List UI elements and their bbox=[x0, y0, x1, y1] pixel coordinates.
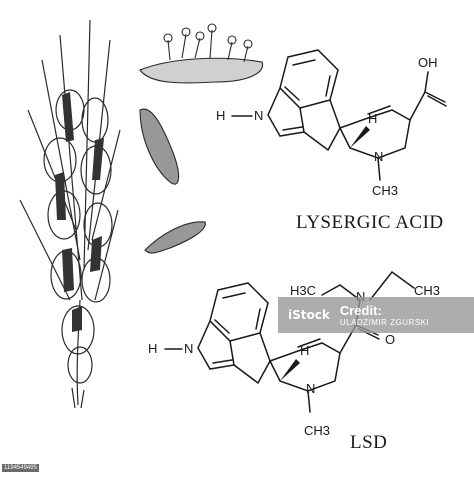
watermark-author: ULADZIMIR ZGURSKI bbox=[339, 318, 430, 327]
image-id-badge: 1194549495 bbox=[2, 464, 39, 472]
lysergic-h-stereo-label: H bbox=[368, 111, 378, 126]
lsd-title: LSD bbox=[350, 432, 388, 453]
lsd-n-indole-label: N bbox=[184, 341, 194, 356]
lysergic-h-label: H bbox=[216, 108, 226, 123]
lsd-h3c-label: H3C bbox=[290, 283, 317, 298]
lysergic-n-methyl-label: N bbox=[374, 149, 384, 164]
loose-sclerotia bbox=[139, 108, 206, 254]
lysergic-oh-label: OH bbox=[418, 55, 438, 70]
watermark-credit: Credit: bbox=[339, 303, 382, 318]
lysergic-acid-structure bbox=[231, 49, 447, 181]
lsd-n-amide-label: N bbox=[356, 290, 365, 303]
lsd-h-stereo-label: H bbox=[300, 343, 310, 358]
ergot-wheat-sketch bbox=[19, 19, 121, 409]
lsd-h-label: H bbox=[148, 341, 158, 356]
lsd-stereo-wedge bbox=[280, 359, 300, 381]
lysergic-n-indole-label: N bbox=[254, 108, 264, 123]
lysergic-acid-title: LYSERGIC ACID bbox=[296, 212, 444, 233]
lsd-ch3-label: CH3 bbox=[304, 423, 331, 438]
ergot-sclerotia bbox=[55, 92, 104, 332]
istock-logo: iStock bbox=[288, 307, 330, 322]
istock-watermark: iStock Credit: ULADZIMIR ZGURSKI bbox=[278, 297, 474, 333]
lsd-o-label: O bbox=[385, 332, 396, 347]
lysergic-ch3-label: CH3 bbox=[372, 183, 399, 198]
stereo-wedge bbox=[350, 126, 370, 148]
lsd-n-methyl-label: N bbox=[306, 381, 316, 396]
watermark-text: Credit: ULADZIMIR ZGURSKI bbox=[340, 303, 429, 327]
ergot-stromata-sketch bbox=[139, 23, 264, 84]
lsd-ch3-right-label: CH3 bbox=[414, 283, 441, 298]
